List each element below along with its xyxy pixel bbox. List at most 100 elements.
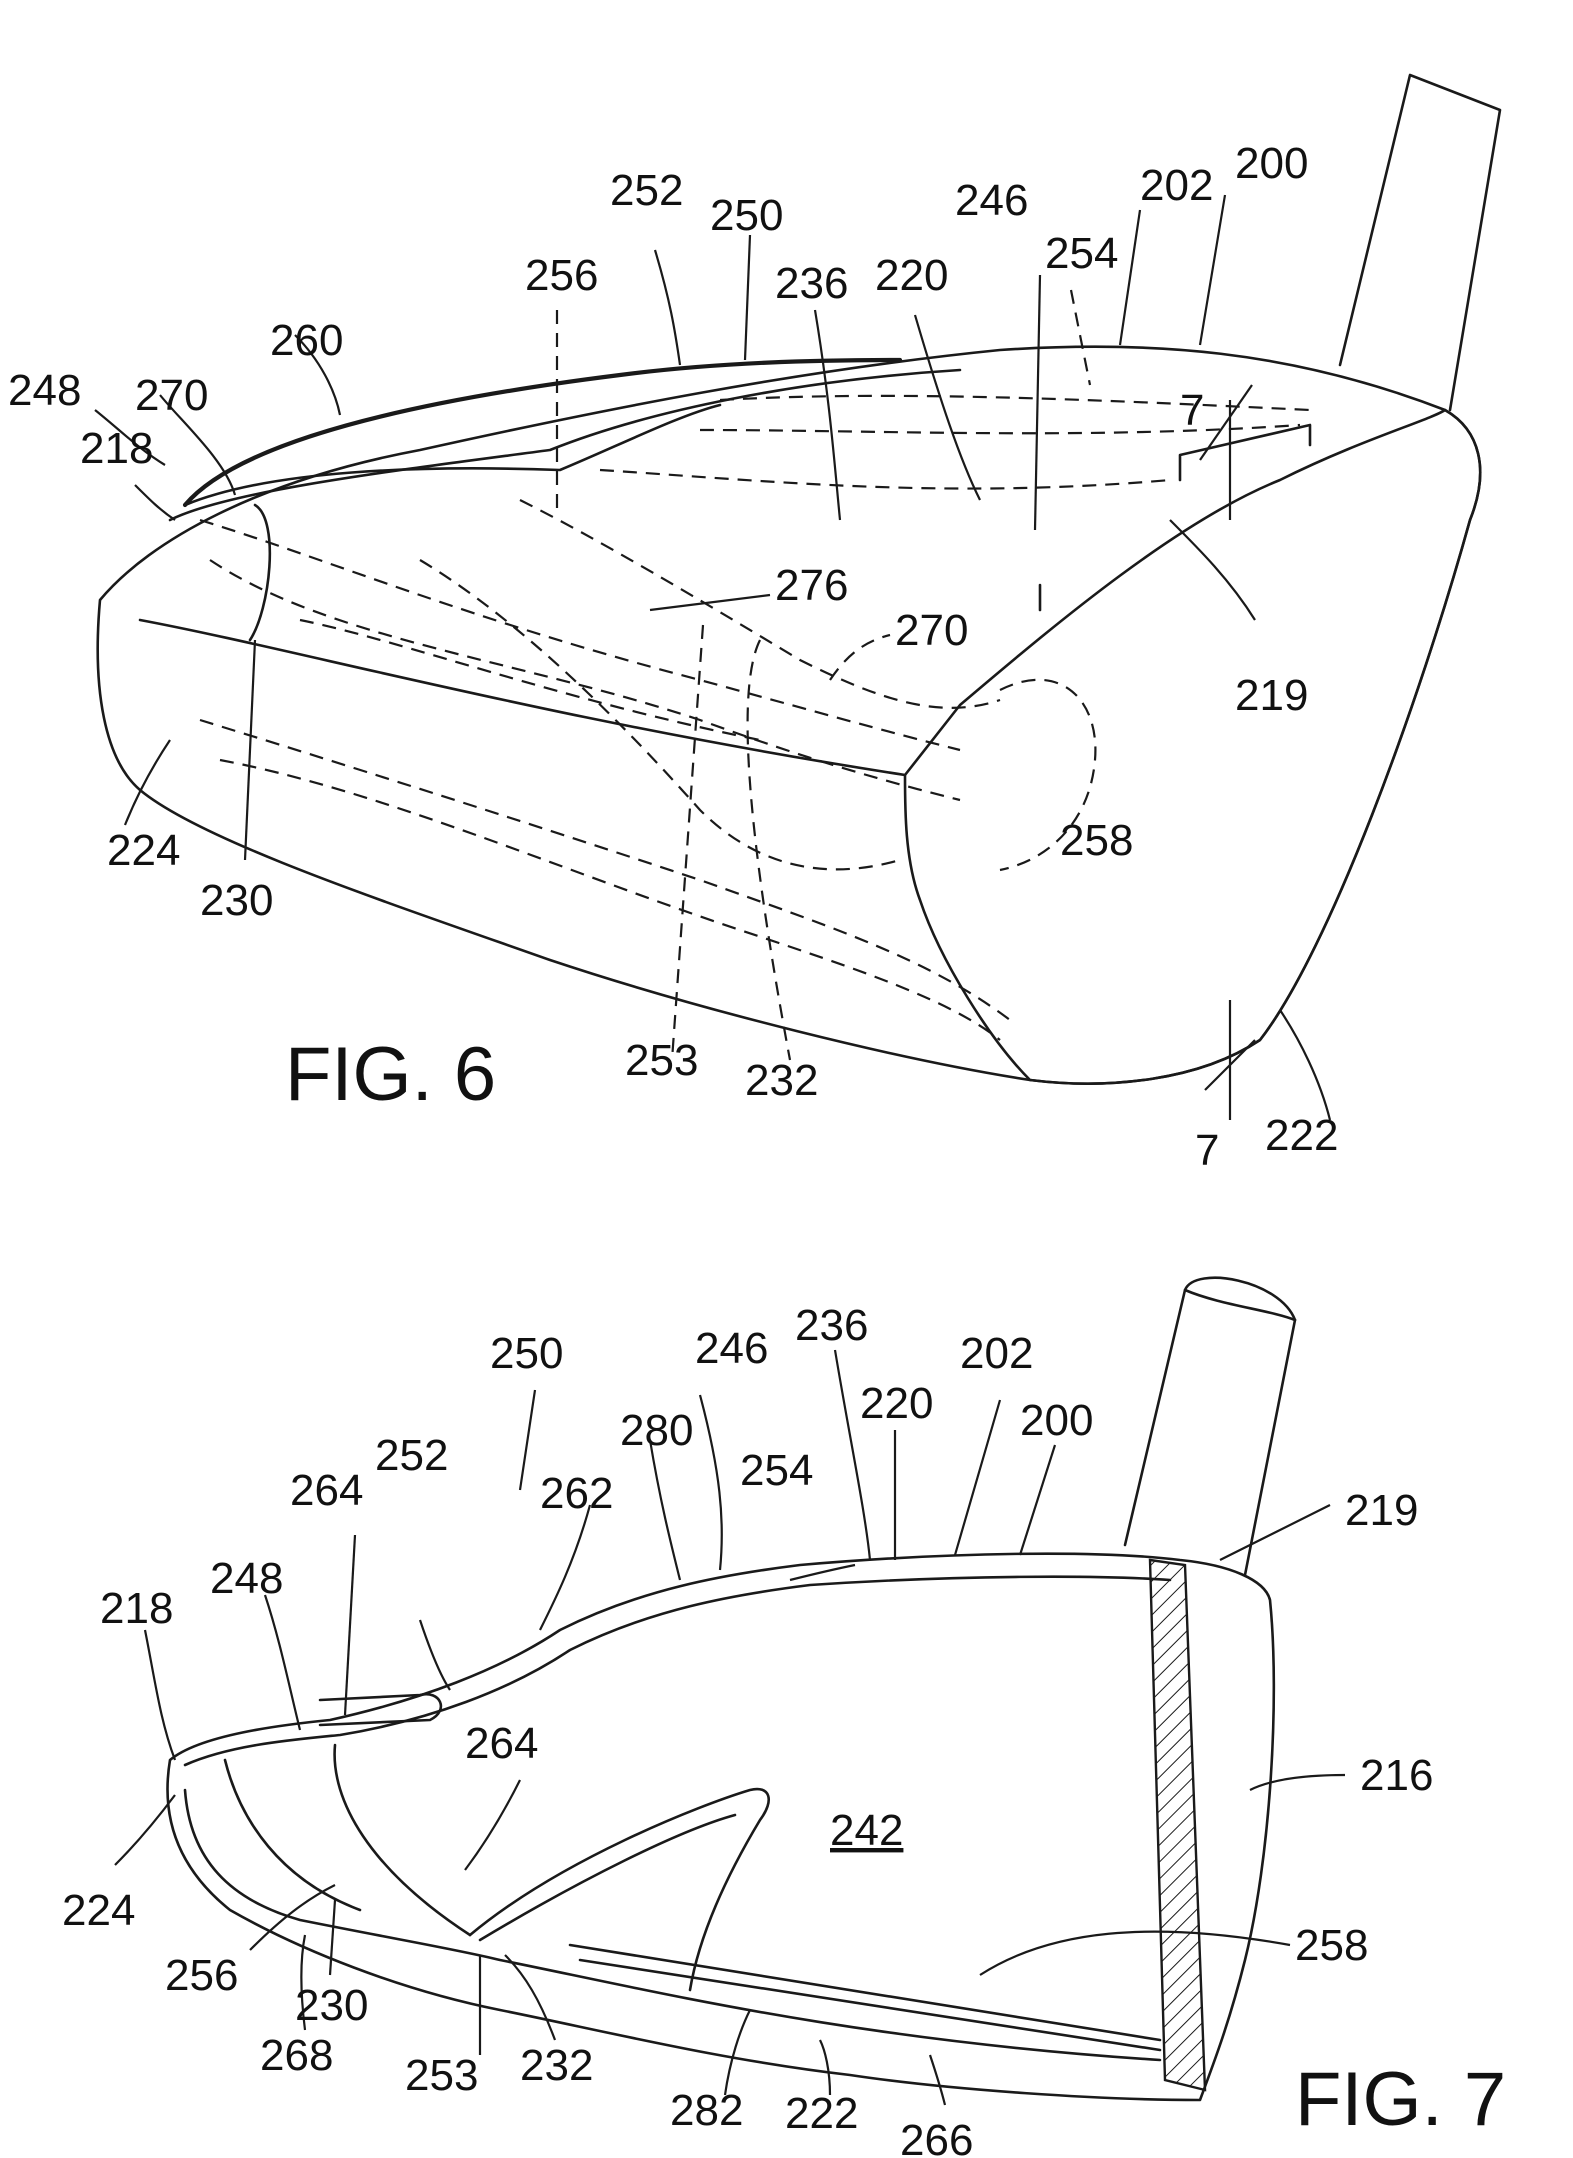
fig7-leader-280 — [650, 1440, 680, 1580]
fig6-leader-220 — [915, 315, 980, 500]
fig7-label-246: 246 — [695, 1324, 768, 1373]
fig6-leader-250 — [745, 235, 750, 360]
fig7-face-plate — [1150, 1560, 1205, 2090]
fig7-leader-254 — [790, 1565, 855, 1580]
fig7-leader-216 — [1250, 1775, 1345, 1790]
fig7-label-282: 282 — [670, 2086, 743, 2135]
fig7-label-252: 252 — [375, 1431, 448, 1480]
fig7-leader-248 — [265, 1595, 300, 1730]
fig7-leader-219 — [1220, 1505, 1330, 1560]
fig6-label-230: 230 — [200, 876, 273, 925]
fig7-weight-bar-bottom — [580, 1960, 1160, 2050]
fig7-caption: FIG. 7 — [1295, 2057, 1506, 2142]
fig6-leader-236 — [815, 310, 840, 520]
fig6-label-250: 250 — [710, 191, 783, 240]
fig6-leader-253 — [672, 625, 703, 1060]
fig6-label-232: 232 — [745, 1056, 818, 1105]
fig6-leader-222 — [1280, 1010, 1330, 1120]
fig6-label-276: 276 — [775, 561, 848, 610]
fig6-label-224: 224 — [107, 826, 180, 875]
fig6-leader-252 — [655, 250, 680, 365]
fig6-label-248: 248 — [8, 366, 81, 415]
fig6-label-236: 236 — [775, 259, 848, 308]
fig6-label-256: 256 — [525, 251, 598, 300]
fig7-leader-232 — [505, 1955, 555, 2040]
fig7-inner-crown — [185, 1577, 1170, 1765]
fig7-insert-tab — [320, 1694, 441, 1725]
fig6-label-222: 222 — [1265, 1111, 1338, 1160]
fig6-label-section-7-top: 7 — [1180, 386, 1204, 435]
fig7-leader-252 — [420, 1620, 450, 1690]
fig7-label-232: 232 — [520, 2041, 593, 2090]
fig7-label-268: 268 — [260, 2031, 333, 2080]
fig6-leader-254 — [1071, 290, 1090, 385]
fig7-label-264b: 264 — [465, 1719, 538, 1768]
fig6-leader-230 — [245, 640, 255, 860]
fig6-arrow-7-top — [1200, 385, 1252, 460]
fig7-rib-inner — [480, 1815, 735, 1940]
fig7-label-218: 218 — [100, 1584, 173, 1633]
fig7-label-220: 220 — [860, 1379, 933, 1428]
fig6-label-252: 252 — [610, 166, 683, 215]
fig7-leader-230 — [330, 1900, 335, 1975]
fig7-leader-264b — [465, 1780, 520, 1870]
fig7-label-248: 248 — [210, 1554, 283, 1603]
fig6-hidden-line-3 — [200, 720, 1010, 1020]
fig7-hosel — [1125, 1278, 1295, 1575]
fig6-leader-219 — [1170, 520, 1255, 620]
fig7-label-242: 242 — [830, 1806, 903, 1855]
fig7-leader-262 — [540, 1505, 590, 1630]
fig6-hidden-line-5 — [520, 500, 1000, 708]
fig6-rib-line — [250, 505, 270, 640]
fig6-leader-270b — [830, 635, 890, 680]
fig6-hidden-line-6 — [600, 470, 1170, 489]
fig7-leader-218 — [145, 1630, 175, 1760]
fig6-label-200: 200 — [1235, 139, 1308, 188]
fig7-label-219: 219 — [1345, 1486, 1418, 1535]
fig7-label-262: 262 — [540, 1469, 613, 1518]
fig6-hidden-line-4 — [220, 760, 1000, 1040]
fig6-hosel — [1340, 75, 1500, 410]
fig6-label-section-7-bottom: 7 — [1195, 1126, 1219, 1175]
fig6-hidden-line-10 — [300, 620, 760, 740]
fig7-label-202: 202 — [960, 1329, 1033, 1378]
fig6-leader-276 — [650, 595, 770, 610]
fig6-label-253: 253 — [625, 1036, 698, 1085]
fig6-label-218: 218 — [80, 424, 153, 473]
fig7-leader-250 — [520, 1390, 535, 1490]
fig7-cross-section: 250 246 236 202 220 200 264 252 280 254 … — [62, 1278, 1506, 2158]
fig7-label-254: 254 — [740, 1446, 813, 1495]
fig7-leader-200 — [1020, 1445, 1055, 1555]
fig7-label-280: 280 — [620, 1406, 693, 1455]
fig7-label-216: 216 — [1360, 1751, 1433, 1800]
fig6-face — [905, 410, 1480, 1084]
fig7-label-200: 200 — [1020, 1396, 1093, 1445]
fig7-label-230: 230 — [295, 1981, 368, 2030]
fig7-inner-curve — [335, 1745, 470, 1935]
fig7-leader-282 — [725, 2010, 750, 2095]
fig7-leader-264 — [345, 1535, 355, 1715]
fig7-label-224: 224 — [62, 1886, 135, 1935]
fig7-label-256: 256 — [165, 1951, 238, 2000]
fig7-label-258: 258 — [1295, 1921, 1368, 1970]
fig6-label-246: 246 — [955, 176, 1028, 225]
fig7-label-250: 250 — [490, 1329, 563, 1378]
fig7-inner-curve-2 — [225, 1760, 360, 1910]
fig6-leader-218 — [135, 485, 175, 520]
fig6-label-258: 258 — [1060, 816, 1133, 865]
fig7-label-222: 222 — [785, 2089, 858, 2138]
fig6-hidden-line-7 — [700, 425, 1300, 433]
fig6-label-270: 270 — [135, 371, 208, 420]
fig6-leader-246 — [1035, 275, 1040, 530]
fig7-hosel-top — [1185, 1290, 1295, 1320]
fig6-golf-club-head: 200 202 250 252 246 254 220 236 256 260 … — [8, 75, 1500, 1175]
fig7-leader-246 — [700, 1395, 722, 1570]
fig7-label-264: 264 — [290, 1466, 363, 1515]
fig7-leader-224 — [115, 1795, 175, 1865]
fig6-label-202: 202 — [1140, 161, 1213, 210]
fig6-label-220: 220 — [875, 251, 948, 300]
fig7-leader-222 — [820, 2040, 830, 2095]
fig7-leader-202 — [955, 1400, 1000, 1555]
